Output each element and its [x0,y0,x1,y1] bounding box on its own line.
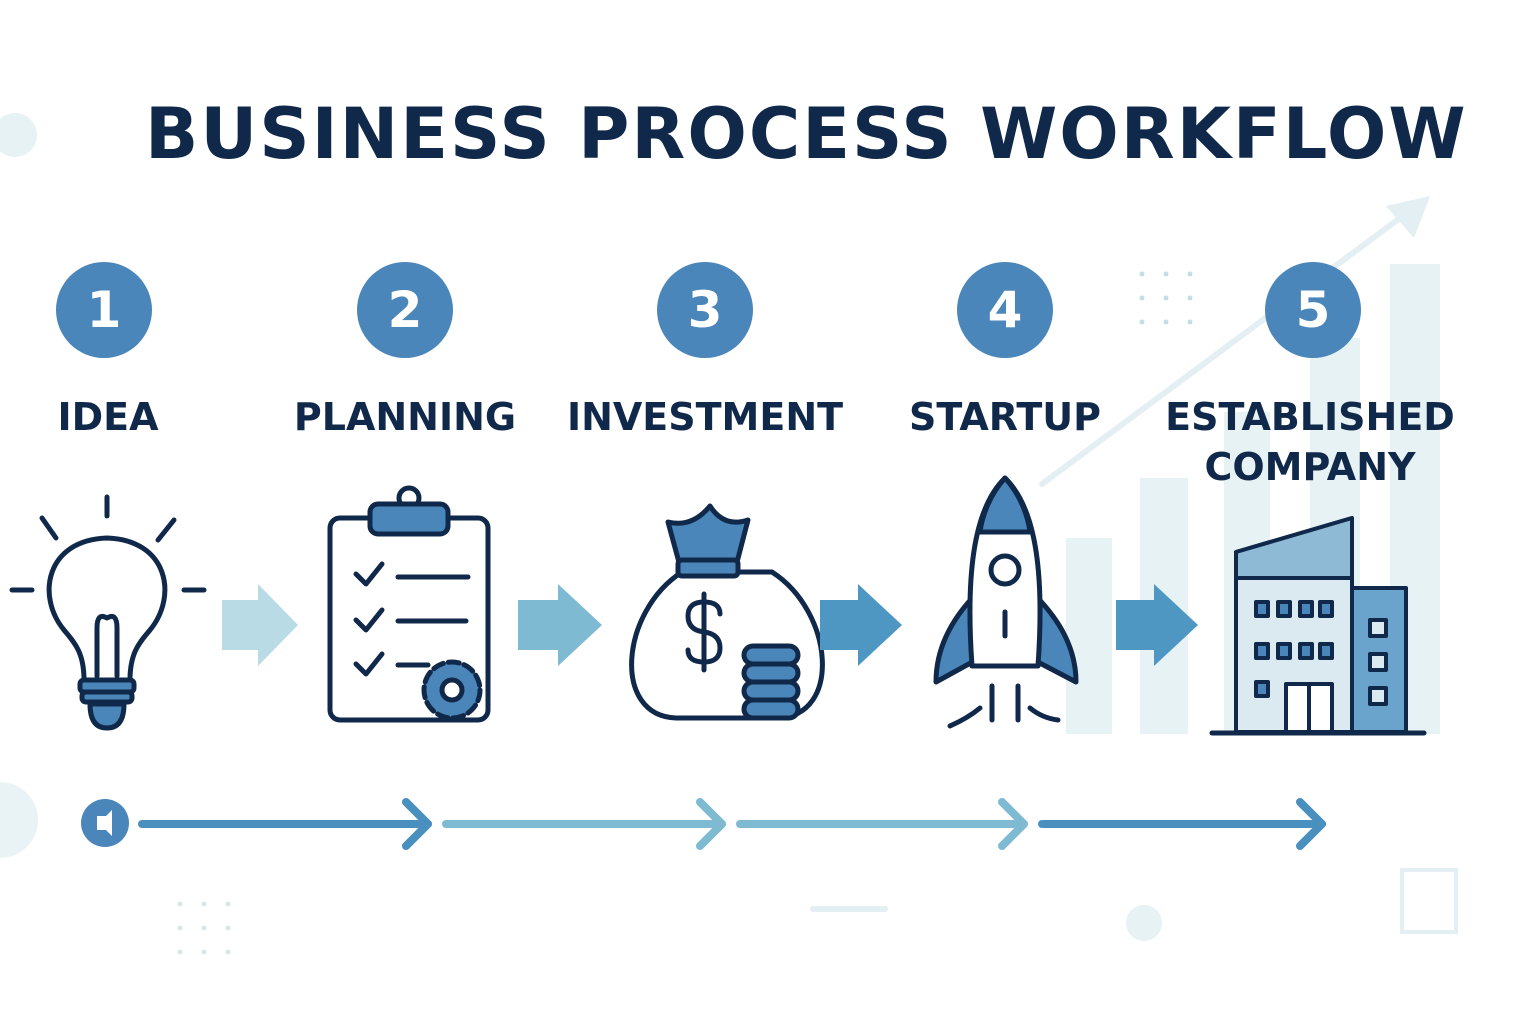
decor-dash [810,906,888,912]
decor-circle [0,782,38,858]
lightbulb-icon [9,494,207,731]
step-5-badge: 5 [1265,262,1361,358]
decor-square [1400,868,1458,934]
step-2-label: PLANNING [293,395,517,439]
arrow-right-icon [222,584,298,666]
rocket-icon [933,475,1079,729]
arrow-right-icon [1116,584,1198,666]
page-title: BUSINESS PROCESS WORKFLOW [145,93,1468,175]
step-1-badge: 1 [56,262,152,358]
growth-trend-arrow [1039,196,1430,487]
decor-dot-grid [1139,271,1193,325]
decor-dot-grid [177,901,231,955]
decor-circle [1126,905,1162,941]
office-building-icon [1209,516,1427,736]
step-1-label: IDEA [57,395,159,439]
step-3-label: INVESTMENT [566,395,844,439]
step-3-badge: 3 [657,262,753,358]
step-4-label: STARTUP [909,395,1101,439]
step-5-label: ESTABLISHED COMPANY [1165,395,1455,489]
arrow-right-icon [820,584,902,666]
decor-circle [0,113,37,157]
step-2-badge: 2 [357,262,453,358]
clipboard-checklist-icon [327,485,491,723]
money-bag-icon [629,503,825,721]
megaphone-icon [97,810,112,836]
timeline [81,798,1326,850]
step-4-badge: 4 [957,262,1053,358]
arrow-right-icon [518,584,602,666]
